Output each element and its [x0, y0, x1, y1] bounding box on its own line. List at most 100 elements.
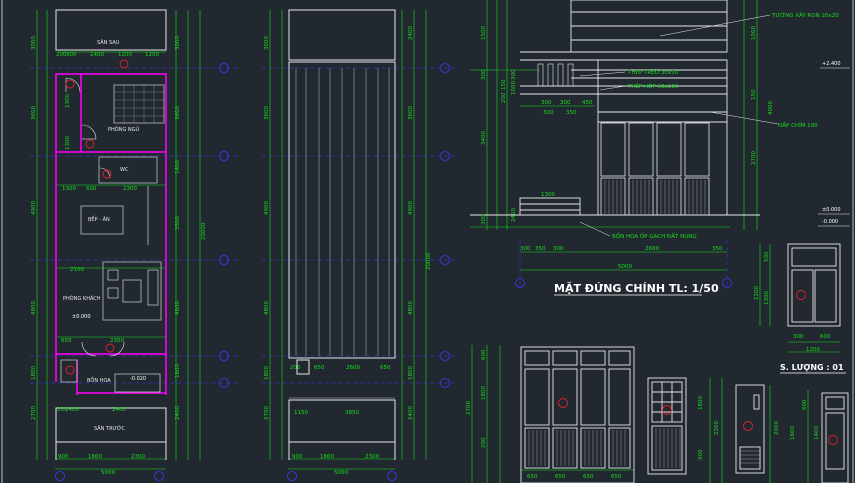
dim-text: 650 [583, 474, 594, 480]
dim-text: 2300 [365, 454, 379, 460]
dim-text: 650 [555, 474, 566, 480]
dim-text: 350 [566, 110, 577, 116]
dim-text: 1400 [175, 160, 181, 174]
dim-text: 3000 [31, 36, 37, 50]
level-mark: ±0.000 [822, 207, 841, 213]
dim-text: 1200 [118, 52, 132, 58]
plan1-walls [55, 9, 167, 460]
dim-text: 2600 [645, 246, 659, 252]
dim-text: 200 [290, 365, 301, 371]
level-mark: +2.400 [822, 61, 841, 67]
elevation-axis-bubbles [515, 278, 732, 288]
plan1-highlight-walls [55, 73, 167, 395]
dim-text: 2300 [123, 186, 137, 192]
dim-text: 300 [511, 69, 517, 80]
dim-text: 300 [481, 69, 487, 80]
plan2-dims-left: 3000 3600 4900 4800 1800 2700 [264, 36, 270, 420]
dim-text: 650 [61, 338, 72, 344]
plan1-grid-axes [30, 67, 240, 384]
dim-text: 2700 [31, 406, 37, 420]
dim-text: 300 [543, 110, 554, 116]
dim-text: 4900 [408, 201, 414, 215]
dim-text: 1500 [481, 26, 487, 40]
dim-text: 2400 [511, 208, 517, 222]
dim-text: 3400 [481, 131, 487, 145]
dim-text: 2700 [751, 151, 757, 165]
door-1-tag [558, 398, 568, 408]
dim-text: 600 [820, 334, 831, 340]
door-dimension-lines [471, 345, 809, 483]
dim-text: 2300 [110, 338, 124, 344]
dim-text: 300 [520, 246, 531, 252]
dim-text: 20000 [426, 252, 432, 270]
elevation-dimension-lines [470, 0, 758, 271]
plan2-dims-inner: 200 650 2600 650 1150 3850 [290, 365, 391, 416]
dim-text: 4800 [175, 301, 181, 315]
dim-text: 350 [535, 246, 546, 252]
room-label-front-yard: SÂN TRƯỚC [94, 425, 125, 432]
dim-text: 1800 [320, 454, 334, 460]
dim-text: 4000 [768, 101, 774, 115]
note-steel-tube: THÉP TRÉO 30x50 [627, 68, 679, 76]
dim-text: 1800 [408, 366, 414, 380]
dim-text: 2200 [714, 421, 720, 435]
plan1-room-labels: SÂN SAU PHÒNG NGỦ WC BẾP - ĂN PHÒNG KHÁC… [63, 39, 146, 432]
dim-text: 1300 [65, 136, 71, 150]
door-2-tag [662, 405, 672, 415]
elevation-trellis [537, 63, 574, 87]
plan2-axis-bubbles [287, 63, 450, 481]
elevation-leaders [579, 14, 779, 237]
dim-text: 1200 [806, 347, 820, 353]
dim-text: 3600 [408, 106, 414, 120]
dim-text: 350 [712, 246, 723, 252]
dim-text: 1800 [175, 364, 181, 378]
window-quantity-title: S. LƯỢNG : 01 [780, 363, 844, 372]
dim-text: 2400 [112, 407, 126, 413]
dim-text: 4800 [31, 301, 37, 315]
dim-text: 20000 [201, 222, 207, 240]
dim-text: 1300 [764, 291, 770, 305]
dim-text: 300 [541, 100, 552, 106]
plan2-roof-sheets [289, 68, 395, 399]
window-detail: 500 1200 1300 300 600 1200 S. LƯỢNG : 01 [754, 243, 846, 374]
dim-text: 2400 [408, 26, 414, 40]
dim-text: 1000 [511, 81, 517, 95]
dim-text: 200 [501, 92, 507, 103]
dim-text: 300 [793, 334, 804, 340]
window-tag [796, 290, 806, 300]
dim-text: 150 [751, 89, 757, 100]
dim-text: 4800 [264, 301, 270, 315]
dim-text: 900 [698, 449, 704, 460]
dim-text: 300 [560, 100, 571, 106]
door-1-shutters [528, 430, 626, 466]
door-dims: 600 1800 2700 200 650 650 650 650 1800 2… [466, 349, 820, 480]
dim-text: 1300 [62, 186, 76, 192]
level-mark: -0.000 [822, 219, 838, 225]
room-label-kitchen: BẾP - ĂN [88, 215, 110, 223]
dim-text: 2100 [70, 267, 84, 273]
dim-text: 600 [481, 349, 487, 360]
dim-text: 4900 [31, 201, 37, 215]
dim-text: 450 [582, 100, 593, 106]
elevation-openings [600, 122, 710, 216]
dim-text: 2600 [346, 365, 360, 371]
dim-text: 150 [501, 79, 507, 90]
dim-text: 650 [527, 474, 538, 480]
plan2-dimension-lines [269, 10, 427, 470]
dim-text: 4900 [264, 201, 270, 215]
note-wall-grout: TƯỜNG XÂY RON 20x20 [771, 12, 839, 19]
dim-text: 1800 [264, 366, 270, 380]
dim-text: 3850 [345, 410, 359, 416]
dim-text: 5000 [101, 470, 115, 476]
elevation-dims: 1500 300 3400 300 150 200 300 1000 2400 … [481, 26, 774, 270]
plan2-grid-axes [262, 67, 456, 384]
door-2 [647, 377, 687, 475]
dim-text: 2000 [774, 421, 780, 435]
dim-text: 300 [481, 214, 487, 225]
plan1-dims-bottom: 900 1800 2300 5000 [58, 454, 145, 476]
door-2-shutters [655, 428, 681, 468]
dim-text: 2700 [466, 401, 472, 415]
floor-plan-1: 200 900 1400 1200 1200 3000 3600 4900 48… [30, 9, 240, 481]
plan1-dims-inner: 1300 600 2300 2100 650 2300 2400 200 140… [57, 186, 137, 413]
